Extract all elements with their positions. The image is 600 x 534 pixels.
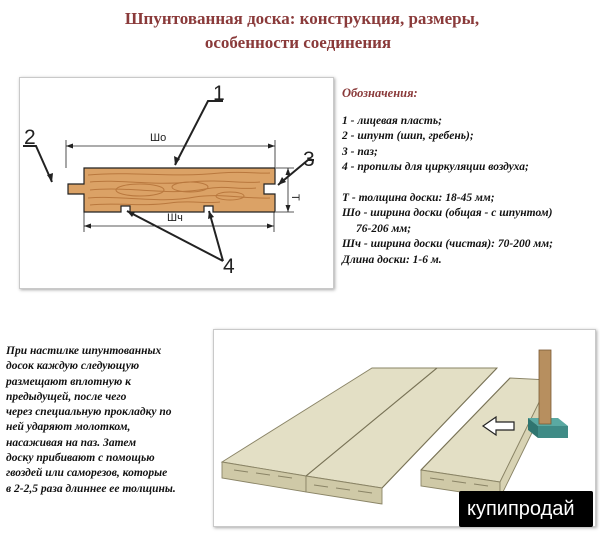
paragraph-line: При настилке шпунтованных bbox=[6, 345, 162, 357]
dim-width-clean-label: Шч bbox=[167, 212, 183, 224]
board-profile bbox=[67, 167, 276, 213]
spacer-block-face bbox=[538, 426, 568, 438]
legend-dim: Шч - ширина доски (чистая): 70-200 мм; bbox=[342, 238, 553, 250]
paragraph-line: гвоздей или саморезов, которые bbox=[6, 467, 168, 480]
legend-heading: Обозначения: bbox=[342, 86, 418, 100]
cross-section-panel: 1 2 3 4 Шо Шч Т bbox=[19, 77, 334, 289]
callout-arrowheads bbox=[47, 156, 286, 219]
title-line-1: Шпунтованная доска: конструкция, размеры… bbox=[124, 9, 480, 28]
installation-paragraph: При настилке шпунтованных досок каждую с… bbox=[6, 344, 216, 497]
spacer-block bbox=[528, 418, 538, 438]
callout-numbers: 1 2 3 4 bbox=[24, 82, 315, 278]
legend-dim: Шо - ширина доски (общая - с шпунтом) bbox=[342, 207, 553, 219]
paragraph-line: размещают вплотную к bbox=[6, 375, 131, 388]
floor-installation-drawing bbox=[220, 349, 568, 505]
push-arrow-icon bbox=[481, 415, 515, 437]
legend-dim: Длина доски: 1-6 м. bbox=[342, 253, 442, 266]
legend-item: 2 - шпунт (шип, гребень); bbox=[342, 130, 474, 142]
watermark-text: купипродай bbox=[467, 498, 575, 520]
dimension-lines bbox=[65, 140, 294, 232]
paragraph-line: в 2-2,5 раза длиннее ее толщины. bbox=[6, 482, 176, 495]
legend: Обозначения: 1 - лицевая пласть; 2 - шпу… bbox=[342, 86, 600, 268]
end-grain-marks bbox=[233, 469, 489, 494]
legend-item: 1 - лицевая пласть; bbox=[342, 114, 442, 127]
paragraph-line: ней ударяют молотком, bbox=[6, 421, 131, 434]
legend-dim: 76-206 мм; bbox=[356, 222, 412, 235]
paragraph-line: насаживая на паз. Затем bbox=[6, 436, 137, 449]
paragraph-line: через специальную прокладку по bbox=[6, 406, 172, 419]
board-cross-section-drawing: 1 2 3 4 Шо Шч Т bbox=[23, 82, 315, 278]
callout-2: 2 bbox=[24, 126, 36, 149]
watermark-logo: купипродай bbox=[459, 491, 593, 527]
legend-item: 4 - пропилы для циркуляции воздуха; bbox=[342, 161, 529, 173]
dimension-labels: Шо Шч Т bbox=[150, 132, 301, 224]
dimension-arrows bbox=[66, 143, 291, 229]
paragraph-line: досок каждую следующую bbox=[6, 360, 140, 373]
callout-3: 3 bbox=[303, 148, 315, 171]
paragraph-line: предыдущей, после чего bbox=[6, 390, 127, 403]
board-joints bbox=[305, 367, 511, 489]
legend-dim: Т - толщина доски: 18-45 мм; bbox=[342, 191, 495, 204]
dim-thickness-label: Т bbox=[289, 194, 301, 201]
paragraph-line: доску прибивают с помощью bbox=[6, 452, 155, 465]
legend-item: 3 - паз; bbox=[342, 145, 378, 158]
callout-4: 4 bbox=[223, 255, 235, 278]
title-line-2: особенности соединения bbox=[204, 33, 392, 52]
callout-leaders bbox=[23, 100, 314, 262]
wood-grain bbox=[87, 171, 271, 206]
hammer-handle bbox=[538, 349, 552, 425]
board-b-front bbox=[305, 475, 383, 505]
dim-width-full-label: Шо bbox=[150, 132, 166, 144]
callout-1: 1 bbox=[213, 82, 225, 105]
